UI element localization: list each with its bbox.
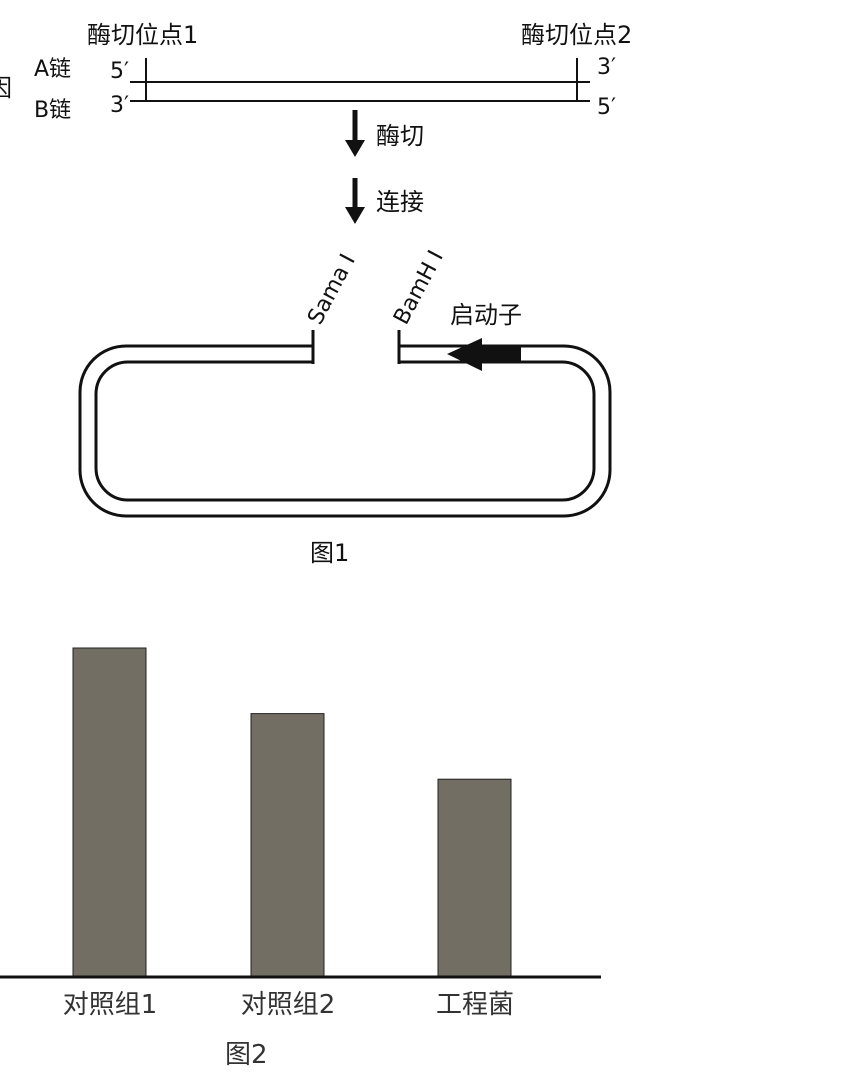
x-tick-label: 对照组1 <box>63 990 158 1020</box>
sama-i-label: Sama I <box>303 250 361 329</box>
figure-2-chart: 对照组1 对照组2 工程菌 图2 <box>0 647 601 1070</box>
site-2-label: 酶切位点2 <box>521 21 632 49</box>
plasmid <box>78 330 612 518</box>
strand-b-label: B链 <box>34 98 71 123</box>
site-1-label: 酶切位点1 <box>87 21 198 49</box>
x-tick-label: 对照组2 <box>241 990 336 1020</box>
arrow-down-icon <box>345 110 365 157</box>
figure-2-caption: 图2 <box>225 1040 268 1070</box>
x-tick-label: 工程菌 <box>436 990 514 1020</box>
arrow-down-icon <box>345 178 365 224</box>
strand-a-label: A链 <box>34 57 71 82</box>
step-digest-label: 酶切 <box>376 122 424 150</box>
bamh-i-label: BamH I <box>389 246 449 328</box>
promoter-label: 启动子 <box>450 301 522 329</box>
figure-1-caption: 图1 <box>310 539 349 567</box>
bar-工程菌 <box>437 778 512 977</box>
promoter-arrow-icon <box>447 338 521 371</box>
strand-b-right-end: 5′ <box>597 95 616 120</box>
cropped-text: 因 <box>0 74 12 102</box>
figure-1: 因 酶切位点1 酶切位点2 A链 B链 5′ 3′ 3′ 5′ 酶切 连接 <box>0 21 632 567</box>
strand-a-left-end: 5′ <box>110 59 129 84</box>
step-ligate-label: 连接 <box>376 188 424 216</box>
bar-对照组2 <box>250 713 325 977</box>
bar-对照组1 <box>72 647 147 977</box>
strand-b-left-end: 3′ <box>110 93 129 118</box>
strand-a-right-end: 3′ <box>597 55 616 80</box>
